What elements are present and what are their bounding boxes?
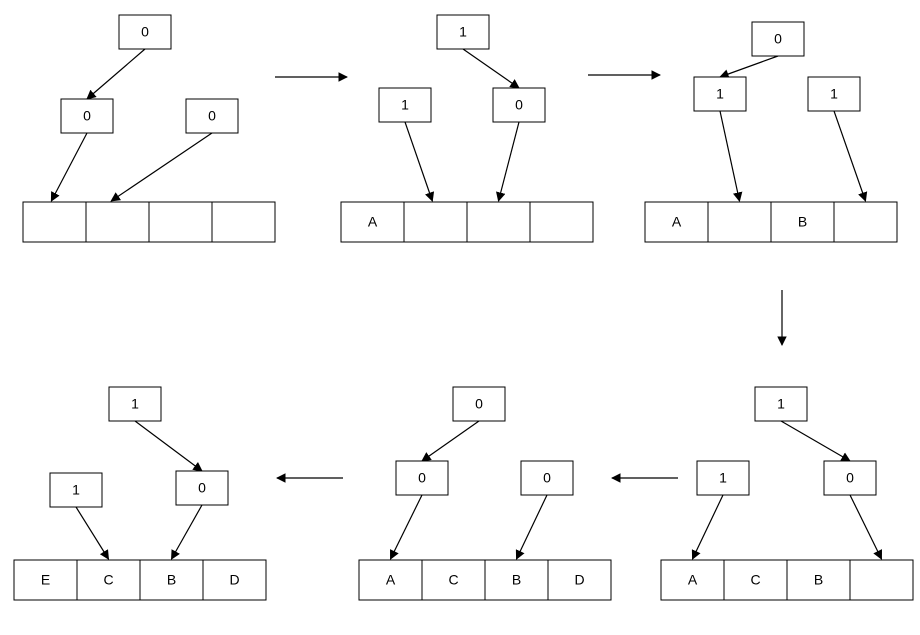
tree-node bbox=[118, 14, 172, 50]
array-cell-label: A bbox=[688, 572, 698, 588]
tree-node-value: 0 bbox=[418, 470, 426, 486]
array-cell-label: B bbox=[798, 214, 807, 230]
tree-node-value: 1 bbox=[72, 482, 80, 498]
tree-node-value: 1 bbox=[459, 24, 467, 40]
array-cell bbox=[660, 559, 725, 601]
tree-node bbox=[378, 87, 432, 123]
pointer-arrow bbox=[719, 110, 743, 202]
pointer-arrow bbox=[515, 494, 548, 560]
pointer-arrow bbox=[421, 420, 480, 462]
array-cell bbox=[403, 201, 468, 243]
tree-node bbox=[185, 98, 239, 134]
array-cell-label: D bbox=[574, 572, 584, 588]
array-cell bbox=[707, 201, 772, 243]
pointer-arrow bbox=[849, 494, 883, 560]
pointer-arrow bbox=[134, 420, 203, 472]
panel-3: A B 0 1 1 bbox=[644, 21, 898, 243]
array-cell-label: B bbox=[814, 572, 823, 588]
panel-5: A C B D 0 0 0 bbox=[358, 386, 612, 601]
tree-node-value: 0 bbox=[543, 470, 551, 486]
tree-node-value: 0 bbox=[774, 31, 782, 47]
array-cell bbox=[148, 201, 213, 243]
tree-node-value: 0 bbox=[846, 470, 854, 486]
array-cell bbox=[849, 559, 914, 601]
array-cell bbox=[529, 201, 594, 243]
pointer-arrow bbox=[691, 494, 724, 560]
tree-node-value: 0 bbox=[475, 396, 483, 412]
tree-node-value: 1 bbox=[131, 396, 139, 412]
array-cell bbox=[211, 201, 276, 243]
array-cell bbox=[644, 201, 709, 243]
panel-1: 0 0 0 bbox=[22, 14, 276, 243]
array-cell bbox=[484, 559, 549, 601]
tree-node-value: 0 bbox=[208, 108, 216, 124]
array-cell bbox=[85, 201, 150, 243]
array-cell bbox=[22, 201, 87, 243]
tree-node-value: 0 bbox=[141, 24, 149, 40]
array-cell-label: B bbox=[512, 572, 521, 588]
tree-node bbox=[436, 14, 490, 50]
pointer-arrow bbox=[50, 132, 88, 202]
tree-node-value: 0 bbox=[515, 97, 523, 113]
tree-node bbox=[754, 386, 808, 422]
array-cell bbox=[139, 559, 204, 601]
pointer-arrow bbox=[389, 494, 423, 560]
tree-node bbox=[60, 98, 114, 134]
pointer-arrow bbox=[719, 55, 779, 79]
pointer-arrow bbox=[75, 506, 110, 560]
tree-node bbox=[175, 470, 229, 506]
array-cell bbox=[421, 559, 486, 601]
pointer-arrow bbox=[780, 420, 851, 462]
tree-node bbox=[807, 76, 861, 112]
tree-node-value: 1 bbox=[777, 396, 785, 412]
tree-node bbox=[452, 386, 506, 422]
tree-node bbox=[492, 87, 546, 123]
tree-node-value: 1 bbox=[719, 470, 727, 486]
tree-node bbox=[520, 460, 574, 496]
pointer-arrow bbox=[833, 110, 868, 202]
tree-node-value: 1 bbox=[830, 86, 838, 102]
array-cell-label: A bbox=[386, 572, 396, 588]
tree-node bbox=[693, 76, 747, 112]
tree-node-value: 0 bbox=[83, 108, 91, 124]
array-cell-label: A bbox=[672, 214, 682, 230]
tree-node-value: 1 bbox=[716, 86, 724, 102]
pointer-arrow bbox=[404, 121, 435, 202]
array-cell bbox=[723, 559, 788, 601]
tree-node bbox=[751, 21, 805, 57]
tree-node bbox=[108, 386, 162, 422]
array-cell bbox=[770, 201, 835, 243]
array-cell-label: C bbox=[750, 572, 760, 588]
tree-node bbox=[49, 472, 103, 508]
array-cell-label: B bbox=[167, 572, 176, 588]
tree-node bbox=[696, 460, 750, 496]
pointer-arrow bbox=[496, 121, 520, 202]
array-cell bbox=[547, 559, 612, 601]
pointer-arrow bbox=[462, 48, 520, 89]
pointer-arrow bbox=[110, 132, 213, 202]
tree-node-value: 0 bbox=[198, 480, 206, 496]
array-cell-label: E bbox=[41, 572, 50, 588]
panel-4: A C B 1 0 1 bbox=[660, 386, 914, 601]
tree-node bbox=[395, 460, 449, 496]
panel-2: A 1 1 0 bbox=[340, 14, 594, 243]
array-cell bbox=[833, 201, 898, 243]
array-cell bbox=[202, 559, 267, 601]
tree-node-value: 1 bbox=[401, 97, 409, 113]
array-cell-label: C bbox=[448, 572, 458, 588]
array-cell-label: D bbox=[229, 572, 239, 588]
panel-6: E C B D 1 1 0 bbox=[13, 386, 267, 601]
array-cell-label: C bbox=[103, 572, 113, 588]
array-cell-label: A bbox=[368, 214, 378, 230]
array-cell bbox=[358, 559, 423, 601]
pointer-arrow bbox=[170, 504, 203, 560]
array-cell bbox=[466, 201, 531, 243]
pointer-arrow bbox=[86, 48, 146, 100]
tree-node bbox=[823, 460, 877, 496]
array-cell bbox=[76, 559, 141, 601]
